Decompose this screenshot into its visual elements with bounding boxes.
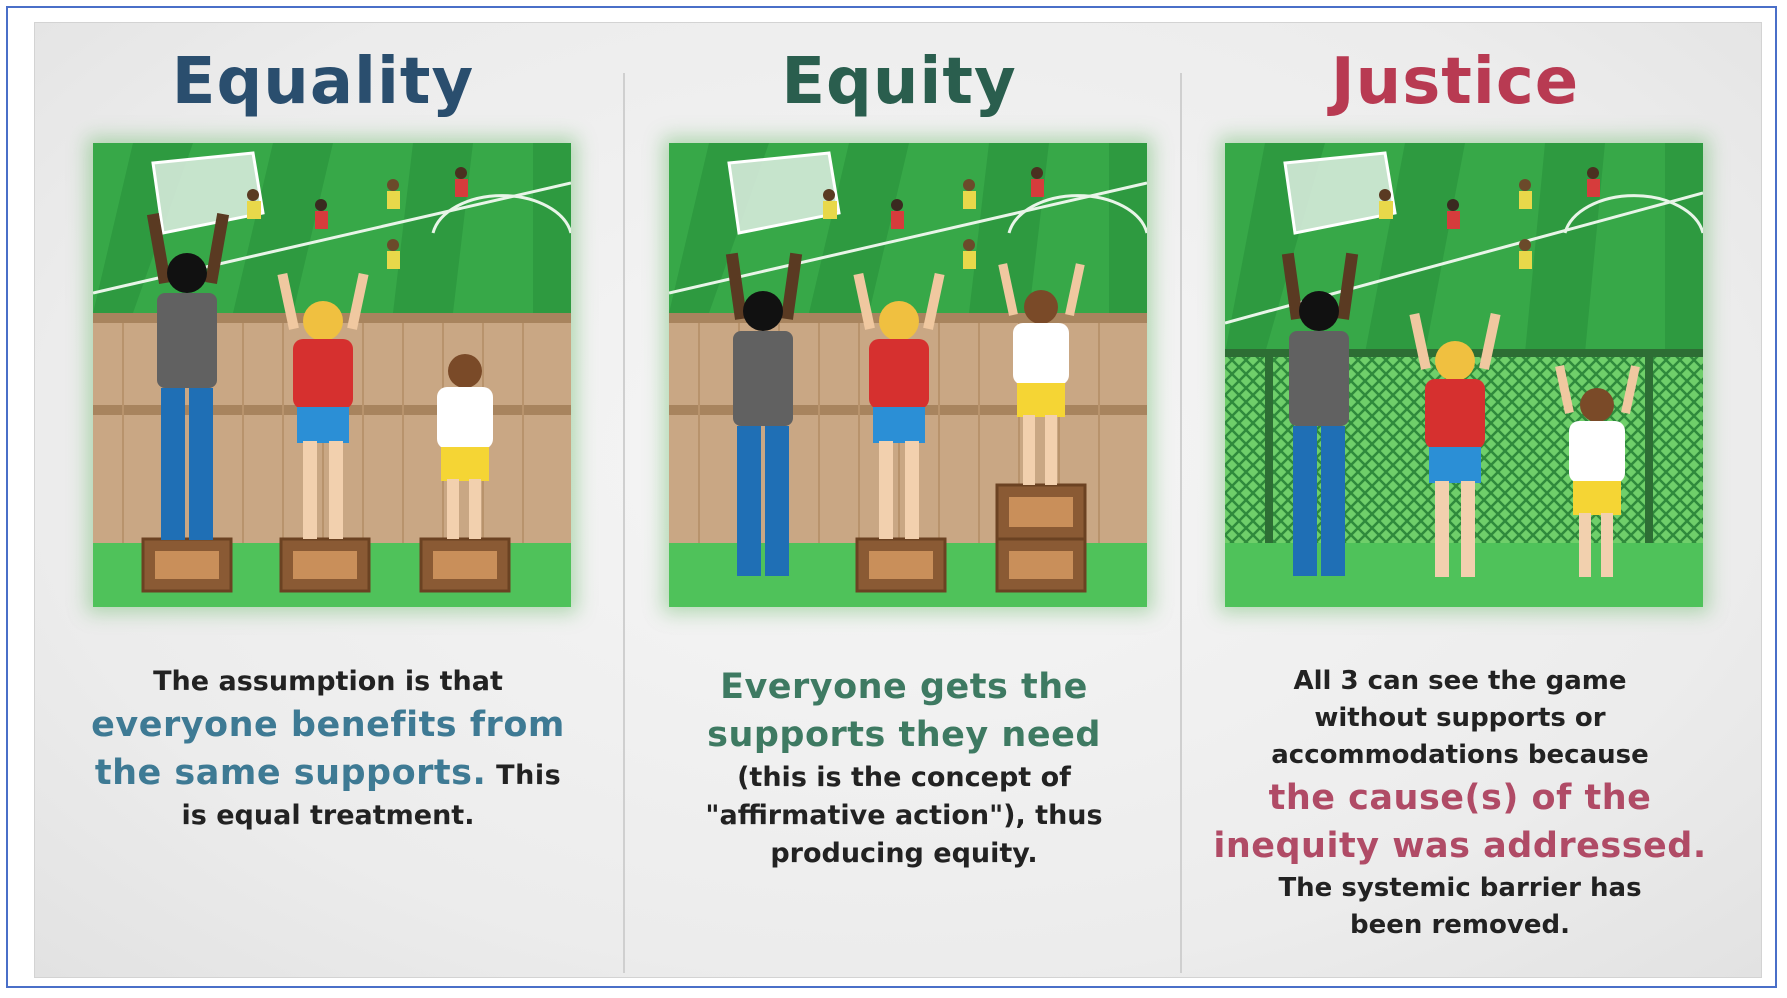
caption-line: producing equity.: [770, 838, 1038, 869]
crates: [141, 537, 511, 593]
panel-divider-1: [623, 73, 625, 973]
caption-emphasis-line: the same supports. This: [73, 749, 583, 797]
caption-equality: The assumption is that everyone benefits…: [73, 663, 583, 835]
caption-line: without supports or: [1314, 703, 1606, 733]
equality-illustration-svg: [93, 143, 571, 607]
short-person: [1555, 365, 1640, 577]
soccer-goal: [151, 151, 265, 235]
center-circle-line: [1007, 194, 1147, 234]
tall-person: [146, 213, 230, 540]
scene-equity-illustration: [669, 143, 1147, 607]
tall-person: [1281, 252, 1359, 576]
caption-equity: Everyone gets the supports they need (th…: [649, 663, 1159, 873]
caption-emphasis: Everyone gets the: [720, 667, 1088, 707]
caption-emphasis: the cause(s) of the: [1268, 778, 1652, 818]
caption-line: "affirmative action"), thus: [705, 800, 1103, 831]
panel-equity: Equity: [619, 23, 1179, 979]
medium-person: [1409, 312, 1501, 577]
caption-line: accommodations because: [1271, 740, 1649, 770]
distant-players: [823, 167, 1044, 269]
medium-person: [277, 272, 369, 539]
panel-title-equality: Equality: [171, 45, 475, 119]
panel-title-equity: Equity: [781, 45, 1017, 119]
caption-emphasis: everyone benefits from: [91, 705, 565, 745]
distant-players: [1379, 167, 1600, 269]
soccer-goal: [1283, 151, 1397, 235]
infographic-card: Equality: [34, 22, 1762, 978]
caption-line: been removed.: [1350, 910, 1570, 940]
caption-line: All 3 can see the game: [1293, 666, 1627, 696]
equity-illustration-svg: [669, 143, 1147, 607]
distant-players: [247, 167, 468, 269]
scene-justice-illustration: [1225, 143, 1703, 607]
caption-line: (this is the concept of: [737, 762, 1071, 793]
panel-divider-2: [1180, 73, 1182, 973]
tall-person: [725, 252, 803, 576]
short-person: [998, 263, 1085, 485]
caption-line: The assumption is that: [153, 666, 503, 697]
panel-equality: Equality: [43, 23, 603, 979]
field-line: [669, 181, 1147, 295]
caption-line: The systemic barrier has: [1278, 873, 1642, 903]
center-circle-line: [431, 194, 571, 234]
caption-tail: This: [486, 760, 562, 791]
panel-justice: Justice: [1175, 23, 1735, 979]
crates: [855, 483, 1087, 593]
center-circle-line: [1563, 194, 1703, 234]
caption-emphasis: the same supports.: [94, 753, 487, 793]
caption-justice: All 3 can see the game without supports …: [1205, 663, 1715, 944]
caption-line: is equal treatment.: [181, 800, 475, 831]
medium-person: [853, 272, 945, 539]
short-person: [437, 354, 493, 539]
soccer-goal: [727, 151, 841, 235]
justice-illustration-svg: [1225, 143, 1703, 607]
panel-title-justice: Justice: [1330, 45, 1580, 119]
scene-equality-illustration: [93, 143, 571, 607]
caption-emphasis: inequity was addressed.: [1213, 826, 1707, 866]
caption-emphasis: supports they need: [707, 715, 1101, 755]
